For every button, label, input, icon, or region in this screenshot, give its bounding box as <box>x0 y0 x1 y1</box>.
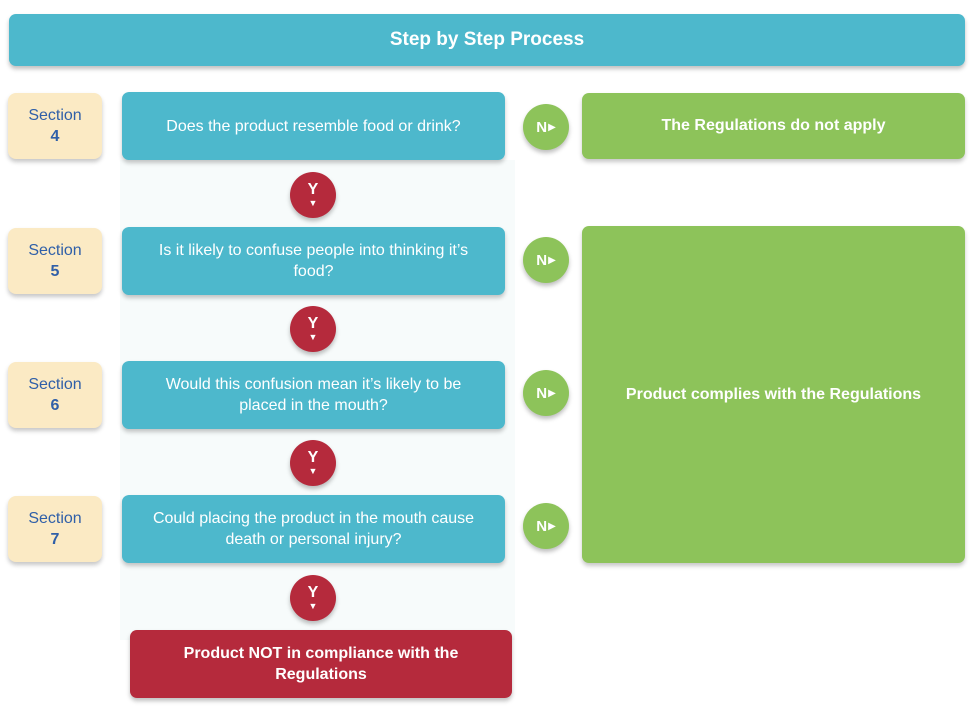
no-connector-4: N ▶ <box>523 503 569 549</box>
section-badge-7: Section 7 <box>8 496 102 562</box>
yes-label: Y <box>307 449 319 466</box>
down-triangle-icon: ▼ <box>308 332 318 342</box>
down-triangle-icon: ▼ <box>308 466 318 476</box>
right-triangle-icon: ▶ <box>548 254 556 266</box>
section-number: 4 <box>50 128 60 145</box>
yes-label: Y <box>307 181 319 198</box>
outcome-text: The Regulations do not apply <box>661 117 886 134</box>
question-text: Is it likely to confuse people into thin… <box>158 242 469 280</box>
yes-label: Y <box>307 584 319 601</box>
no-label: N <box>536 251 548 269</box>
section-badge-4: Section 4 <box>8 93 102 159</box>
section-number: 6 <box>50 397 60 414</box>
no-label: N <box>536 384 548 402</box>
section-number: 7 <box>50 531 60 548</box>
yes-connector-3: Y ▼ <box>290 440 336 486</box>
right-triangle-icon: ▶ <box>548 387 556 399</box>
outcome-text: Product NOT in compliance with the Regul… <box>183 645 459 683</box>
no-connector-3: N ▶ <box>523 370 569 416</box>
page-title-banner: Step by Step Process <box>9 14 965 66</box>
question-text: Would this confusion mean it’s likely to… <box>165 376 462 414</box>
question-text: Could placing the product in the mouth c… <box>152 510 475 548</box>
right-triangle-icon: ▶ <box>548 121 556 133</box>
down-triangle-icon: ▼ <box>308 601 318 611</box>
right-triangle-icon: ▶ <box>548 520 556 532</box>
outcome-regulations-not-apply: The Regulations do not apply <box>582 93 965 159</box>
page-title: Step by Step Process <box>389 29 585 50</box>
section-number: 5 <box>50 263 60 280</box>
down-triangle-icon: ▼ <box>308 198 318 208</box>
section-label: Section <box>28 242 82 259</box>
question-box-food-resemblance: Does the product resemble food or drink? <box>122 92 505 160</box>
section-badge-5: Section 5 <box>8 228 102 294</box>
yes-label: Y <box>307 315 319 332</box>
section-label: Section <box>28 376 82 393</box>
no-connector-1: N ▶ <box>523 104 569 150</box>
section-label: Section <box>28 107 82 124</box>
outcome-product-complies: Product complies with the Regulations <box>582 226 965 563</box>
no-label: N <box>536 517 548 535</box>
yes-connector-4: Y ▼ <box>290 575 336 621</box>
question-box-confusion: Is it likely to confuse people into thin… <box>122 227 505 295</box>
yes-connector-1: Y ▼ <box>290 172 336 218</box>
outcome-text: Product complies with the Regulations <box>625 385 922 403</box>
yes-connector-2: Y ▼ <box>290 306 336 352</box>
question-box-death-or-injury: Could placing the product in the mouth c… <box>122 495 505 563</box>
no-connector-2: N ▶ <box>523 237 569 283</box>
section-label: Section <box>28 510 82 527</box>
question-box-placed-in-mouth: Would this confusion mean it’s likely to… <box>122 361 505 429</box>
outcome-not-compliant: Product NOT in compliance with the Regul… <box>130 630 512 698</box>
section-badge-6: Section 6 <box>8 362 102 428</box>
question-text: Does the product resemble food or drink? <box>166 117 461 135</box>
no-label: N <box>536 118 548 136</box>
